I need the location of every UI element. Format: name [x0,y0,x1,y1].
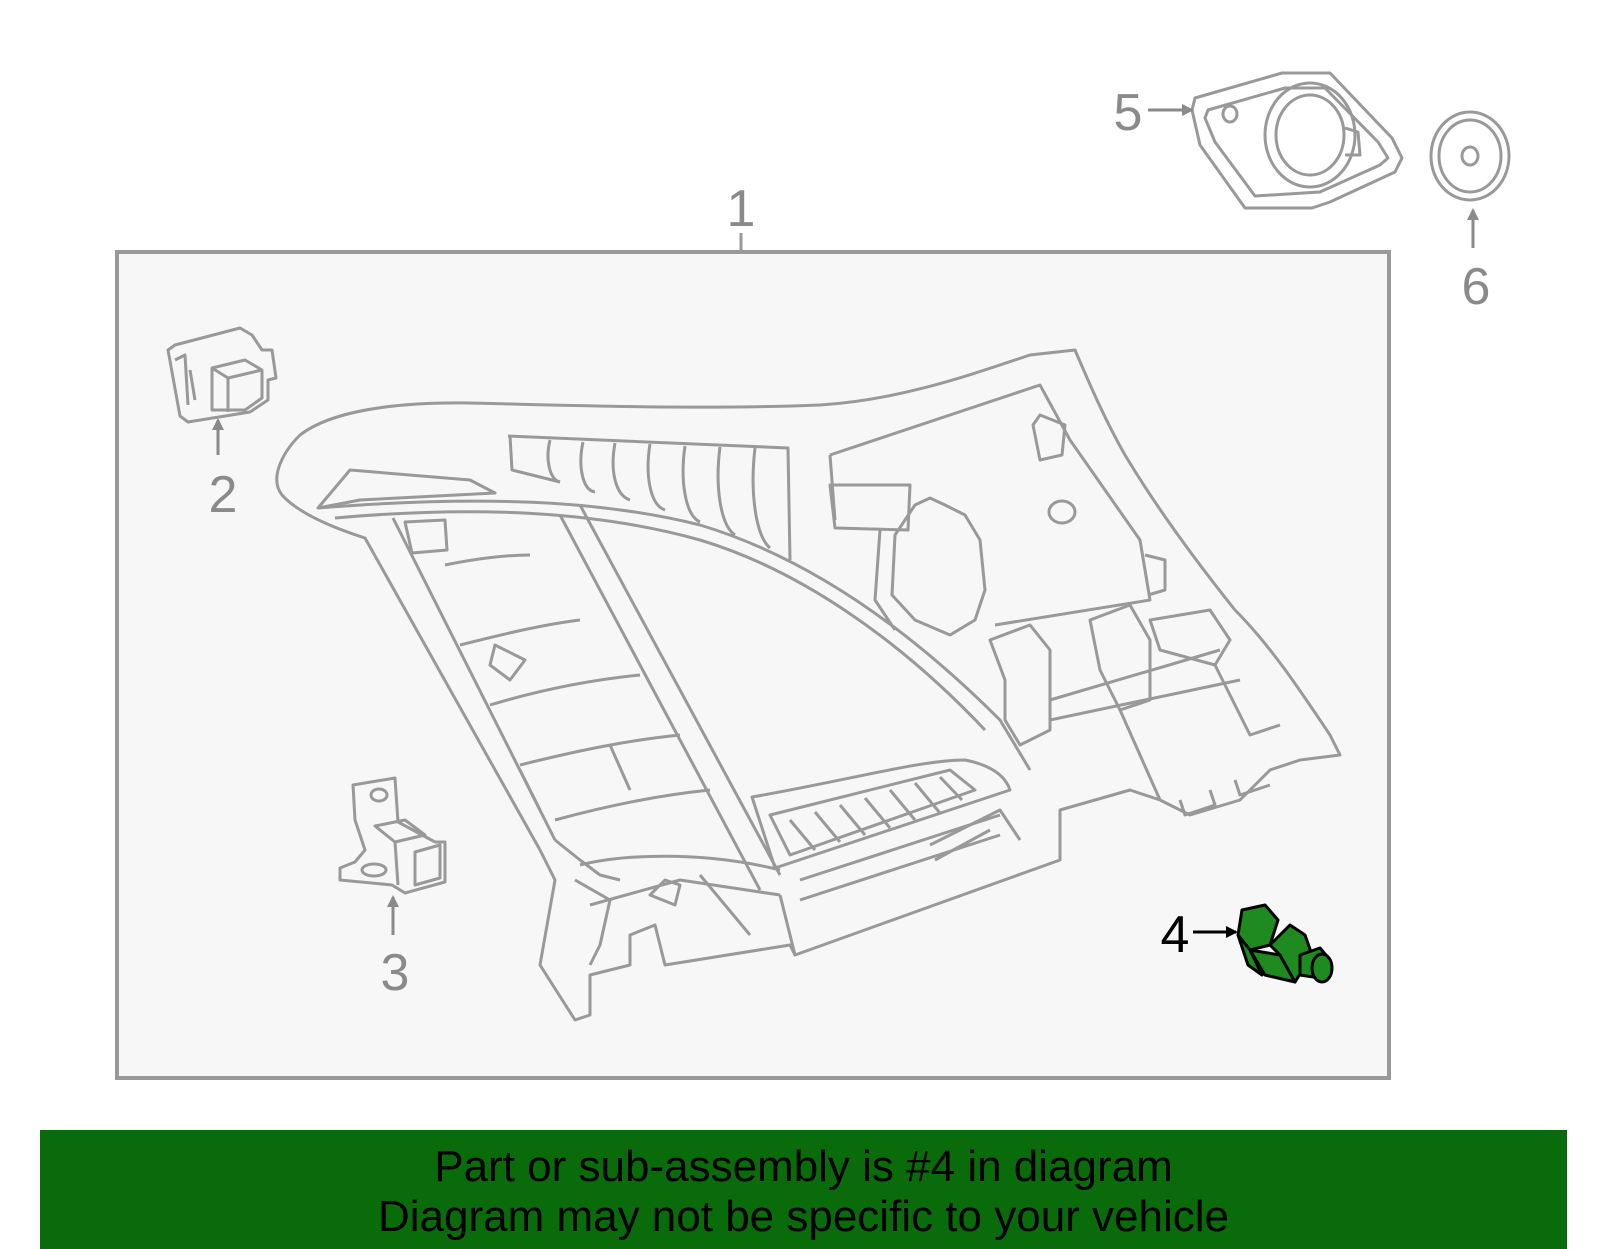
callout-1: 1 [727,180,756,238]
callout-4: 4 [1161,906,1190,964]
part-5-speaker-grille [1190,71,1404,210]
quarter-trim-panel [275,348,1342,1022]
part-3-bracket [338,776,447,895]
part-2-clip [166,326,278,424]
parts-diagram: 1 [115,71,1511,1080]
part-6-cap [1429,110,1511,202]
callout-5: 5 [1114,84,1143,142]
part-info-banner: Part or sub-assembly is #4 in diagram Di… [40,1130,1567,1249]
assembly-box [115,250,1391,1080]
banner-line-1: Part or sub-assembly is #4 in diagram [434,1142,1173,1191]
callout-2: 2 [209,466,238,524]
callout-3: 3 [381,944,410,1002]
part-4-bolt [1236,903,1334,984]
callout-6: 6 [1462,258,1491,316]
banner-line-2: Diagram may not be specific to your vehi… [377,1192,1230,1241]
